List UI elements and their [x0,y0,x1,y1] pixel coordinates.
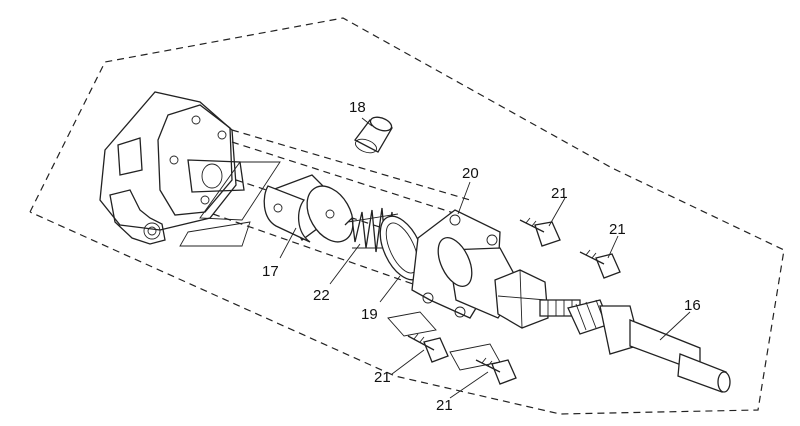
hex-nut [494,269,549,329]
callout-19: 19 [361,306,378,323]
housing [99,91,245,245]
callout-17: 17 [262,263,279,280]
callout-22: 22 [313,287,330,304]
callout-21-upper-2: 21 [609,221,626,238]
assembly-boundary [29,17,785,415]
bolt-guide-lower-1 [387,311,437,337]
bolt-lower-2 [475,357,517,385]
bolt-upper-2 [579,249,621,279]
leader-lines [279,117,691,399]
callout-21-lower-1: 21 [374,369,391,386]
bolt-upper-1 [519,217,561,247]
callout-18: 18 [349,99,366,116]
callout-21-lower-2: 21 [436,397,453,414]
callout-21-upper-1: 21 [551,185,568,202]
sensor-part [567,299,731,393]
pin-part [354,116,393,154]
cylinder-part [263,174,354,243]
bolt-guide-lower-2 [449,343,501,371]
callout-16: 16 [684,297,701,314]
callout-20: 20 [462,165,479,182]
alignment-plate-upper [199,161,281,221]
bolt-lower-1 [407,333,449,363]
alignment-plate-lower [179,221,251,247]
